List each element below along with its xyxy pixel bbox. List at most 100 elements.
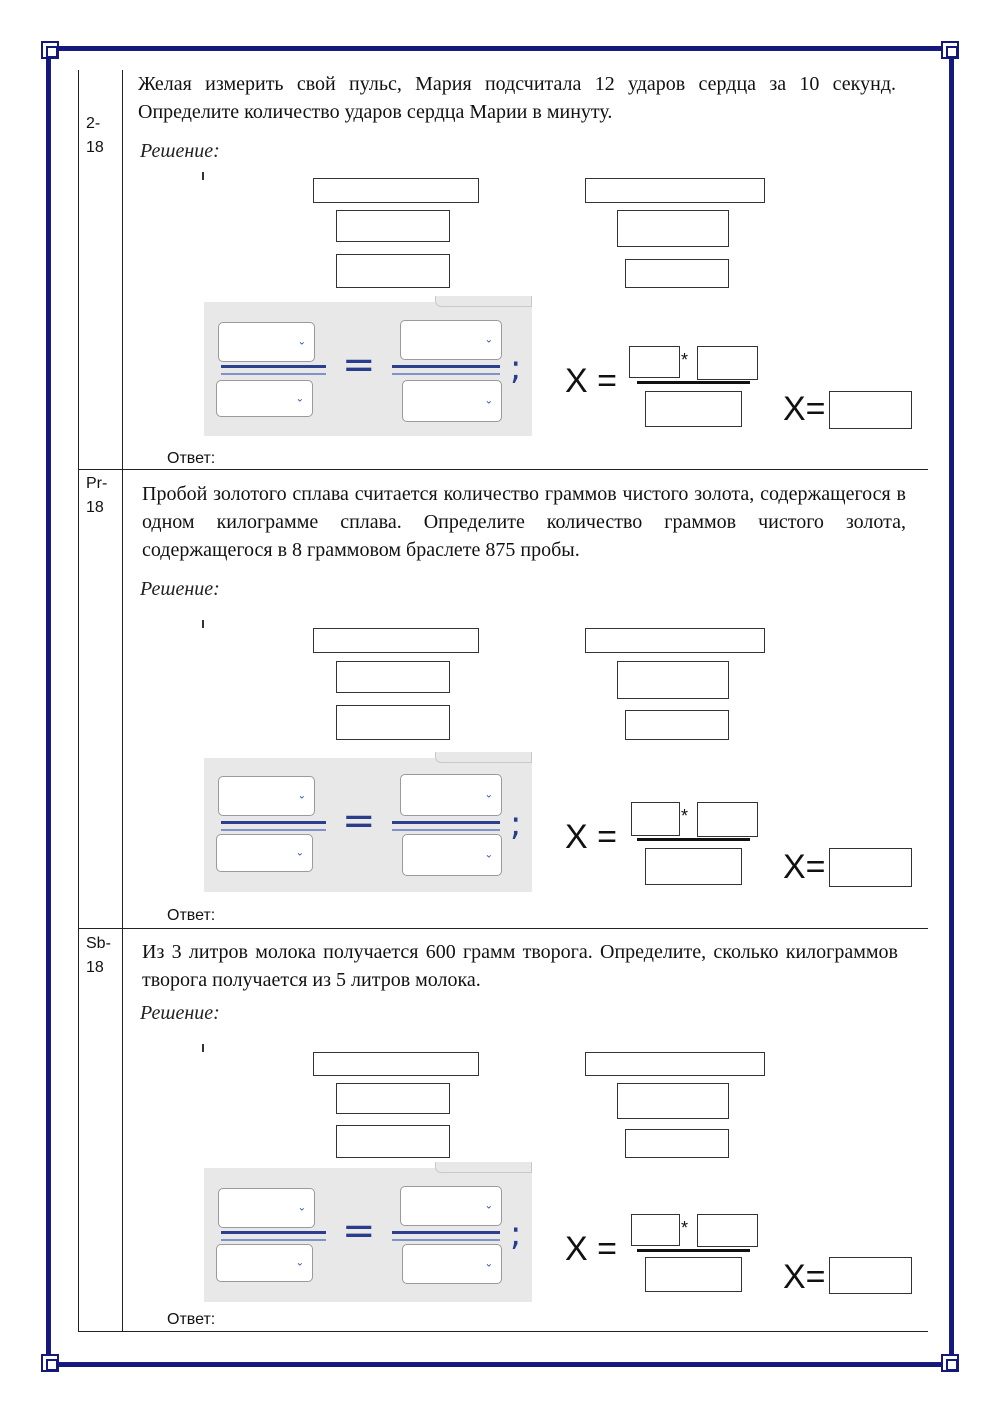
task-text: Желая измерить свой пульс, Мария подсчит…: [138, 73, 896, 123]
fraction-bar-shadow: [392, 829, 500, 831]
answer-label: Ответ:: [167, 907, 216, 924]
x-result-label: X=: [783, 848, 826, 886]
corner-ornament: [41, 1354, 59, 1372]
numerator-select-left[interactable]: ⌄: [218, 1188, 315, 1228]
fraction-bar: [221, 1231, 326, 1234]
denominator-select-left[interactable]: ⌄: [216, 1244, 313, 1282]
cursor-mark: [202, 172, 204, 180]
cursor-mark: [202, 620, 204, 628]
table-border-left: [78, 70, 79, 1332]
header-input-right[interactable]: [585, 1052, 765, 1076]
chevron-down-icon: ⌄: [295, 1257, 304, 1269]
header-input-right[interactable]: [585, 628, 765, 653]
corner-ornament: [941, 41, 959, 59]
equals-sign: =: [342, 798, 376, 844]
chevron-down-icon: ⌄: [484, 1200, 493, 1212]
fraction-bar-shadow: [221, 373, 326, 375]
fraction-bar: [392, 821, 500, 824]
semicolon: ;: [510, 1214, 522, 1254]
answer-label: Ответ:: [167, 450, 216, 467]
multiply-sign: *: [681, 350, 689, 370]
numerator-select-left[interactable]: ⌄: [218, 322, 315, 362]
corner-ornament: [41, 41, 59, 59]
value-input-left-2[interactable]: [336, 1125, 450, 1158]
chevron-down-icon: ⌄: [295, 847, 304, 859]
value-input-right-2[interactable]: [625, 710, 729, 740]
solution-label: Решение:: [140, 578, 220, 600]
multiplier-input-1[interactable]: [631, 1214, 680, 1246]
numerator-select-left[interactable]: ⌄: [218, 776, 315, 816]
solution-label: Решение:: [140, 140, 220, 162]
x-result-label: X=: [783, 1258, 826, 1296]
answer-label: Ответ:: [167, 1311, 216, 1328]
denominator-select-right[interactable]: ⌄: [402, 1244, 502, 1284]
value-input-right-1[interactable]: [617, 661, 729, 699]
chevron-down-icon: ⌄: [484, 334, 493, 346]
solution-label: Решение:: [140, 1002, 220, 1024]
chevron-down-icon: ⌄: [484, 395, 493, 407]
panel-tab: [435, 752, 532, 763]
page-border: [46, 46, 954, 1367]
divisor-input[interactable]: [645, 391, 742, 427]
equals-sign: =: [342, 342, 376, 388]
denominator-select-left[interactable]: ⌄: [216, 834, 313, 872]
task-text: Пробой золотого сплава считается количес…: [142, 483, 906, 561]
numerator-select-right[interactable]: ⌄: [400, 320, 502, 360]
x-result-input[interactable]: [829, 1257, 912, 1294]
x-result-input[interactable]: [829, 391, 912, 429]
value-input-right-1[interactable]: [617, 1083, 729, 1119]
formula-fraction-bar: [637, 1249, 750, 1252]
chevron-down-icon: ⌄: [297, 1202, 306, 1214]
chevron-down-icon: ⌄: [297, 336, 306, 348]
proportion-panel: ⌄ ⌄ = ⌄ ⌄ ;: [204, 752, 532, 892]
cursor-mark: [202, 1044, 204, 1052]
value-input-right-2[interactable]: [625, 1129, 729, 1158]
proportion-panel: ⌄ ⌄ = ⌄ ⌄ ;: [204, 1162, 532, 1302]
multiplier-input-1[interactable]: [631, 802, 680, 836]
semicolon: ;: [510, 804, 522, 844]
denominator-select-right[interactable]: ⌄: [402, 380, 502, 422]
task-id: Sb- 18: [86, 935, 111, 976]
x-result-input[interactable]: [829, 848, 912, 887]
value-input-left-1[interactable]: [336, 210, 450, 242]
numerator-select-right[interactable]: ⌄: [400, 774, 502, 816]
multiplier-input-2[interactable]: [697, 346, 758, 380]
header-input-left[interactable]: [313, 628, 479, 653]
x-equals-label: X =: [565, 818, 617, 856]
proportion-panel: ⌄ ⌄ = ⌄ ⌄ ;: [204, 296, 532, 436]
table-column-divider: [122, 70, 123, 1332]
divisor-input[interactable]: [645, 848, 742, 885]
value-input-right-1[interactable]: [617, 210, 729, 247]
fraction-bar-shadow: [221, 1239, 326, 1241]
x-equals-label: X =: [565, 362, 617, 400]
header-input-left[interactable]: [313, 178, 479, 203]
fraction-bar: [221, 821, 326, 824]
panel-tab: [435, 1162, 532, 1173]
divisor-input[interactable]: [645, 1257, 742, 1292]
fraction-bar-shadow: [221, 829, 326, 831]
page-border-inner: [50, 50, 950, 1363]
denominator-select-left[interactable]: ⌄: [216, 380, 313, 417]
numerator-select-right[interactable]: ⌄: [400, 1186, 502, 1226]
equals-sign: =: [342, 1208, 376, 1254]
chevron-down-icon: ⌄: [484, 1258, 493, 1270]
fraction-bar: [392, 1231, 500, 1234]
denominator-select-right[interactable]: ⌄: [402, 834, 502, 876]
multiplier-input-2[interactable]: [697, 802, 758, 837]
multiplier-input-1[interactable]: [629, 346, 680, 378]
value-input-left-1[interactable]: [336, 1083, 450, 1114]
table-border-bottom: [78, 1331, 928, 1332]
header-input-left[interactable]: [313, 1052, 479, 1076]
header-input-right[interactable]: [585, 178, 765, 203]
chevron-down-icon: ⌄: [297, 790, 306, 802]
panel-tab: [435, 296, 532, 307]
value-input-left-2[interactable]: [336, 705, 450, 740]
value-input-left-1[interactable]: [336, 661, 450, 693]
multiplier-input-2[interactable]: [697, 1214, 758, 1247]
multiply-sign: *: [681, 806, 689, 826]
chevron-down-icon: ⌄: [295, 393, 304, 404]
value-input-right-2[interactable]: [625, 259, 729, 288]
table-row-divider: [78, 928, 928, 929]
formula-fraction-bar: [637, 381, 750, 384]
value-input-left-2[interactable]: [336, 254, 450, 288]
